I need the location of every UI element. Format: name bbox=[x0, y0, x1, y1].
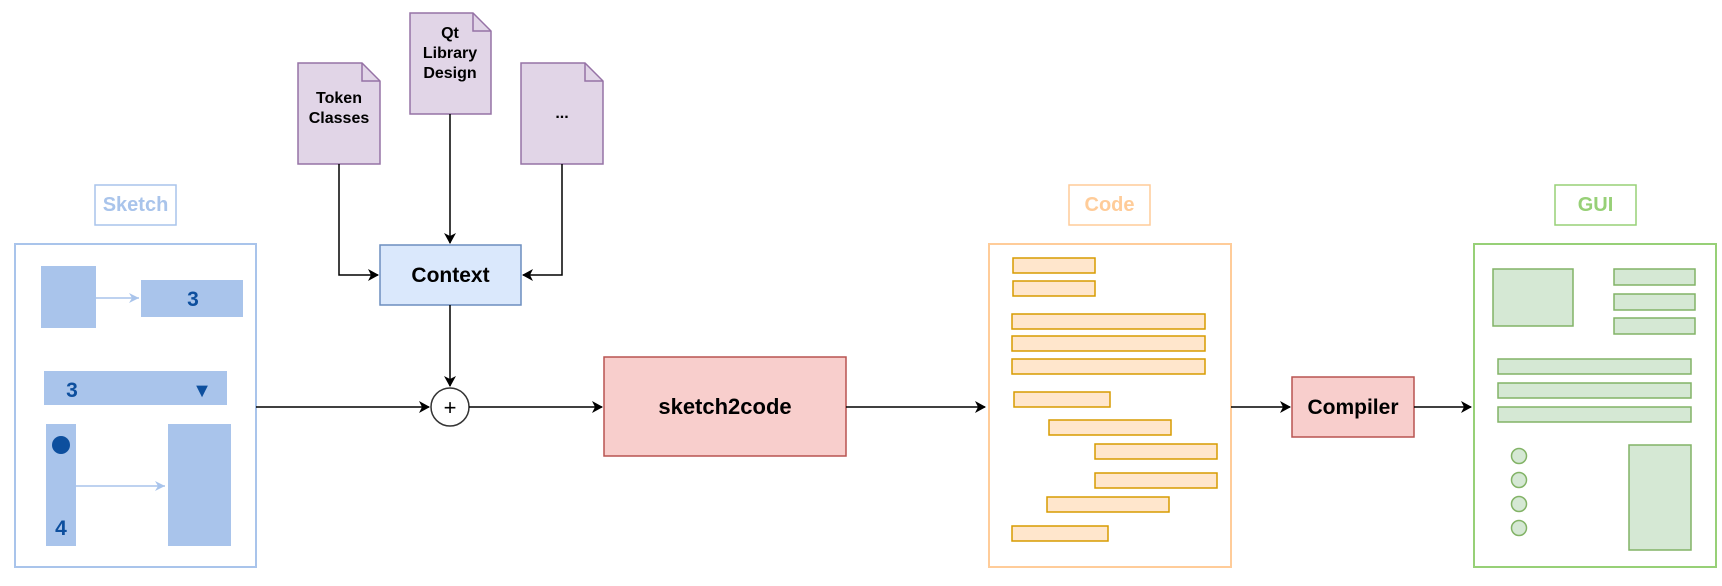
sketch-label-block bbox=[141, 280, 243, 317]
gui-row bbox=[1497, 358, 1692, 375]
gui-text-line bbox=[1613, 293, 1696, 311]
gui-text-line bbox=[1613, 317, 1696, 335]
code-line bbox=[1094, 472, 1218, 489]
document-icon bbox=[409, 12, 492, 115]
code-line bbox=[1048, 419, 1172, 436]
sketch-dropdown-number: 3 bbox=[66, 379, 78, 402]
doc-qt-library: Qt Library Design bbox=[409, 12, 492, 115]
document-icon bbox=[520, 62, 604, 165]
gui-row bbox=[1497, 382, 1692, 399]
gui-content-panel bbox=[1628, 444, 1692, 551]
doc-more-label: ... bbox=[555, 105, 568, 122]
gui-panel bbox=[1473, 243, 1717, 568]
code-line bbox=[1011, 525, 1109, 542]
sketch-list-bullet bbox=[52, 436, 70, 454]
gui-title-box bbox=[1554, 184, 1637, 226]
code-title-box bbox=[1068, 184, 1151, 226]
sketch-title: Sketch bbox=[103, 194, 169, 216]
code-line bbox=[1013, 391, 1111, 408]
gui-radio-item bbox=[1510, 471, 1528, 489]
gui-title: GUI bbox=[1578, 194, 1614, 216]
doc-token-line-1: Token bbox=[316, 90, 362, 107]
gui-text-line bbox=[1613, 268, 1696, 286]
sketch-dropdown-block bbox=[44, 371, 227, 405]
code-line bbox=[1011, 358, 1206, 375]
gui-radio-item bbox=[1510, 519, 1528, 537]
arrow-token-to-context bbox=[338, 164, 379, 281]
sketch-box-number: 3 bbox=[187, 288, 199, 311]
sketch-image-block bbox=[41, 266, 96, 328]
doc-token-classes: Token Classes bbox=[297, 62, 381, 165]
code-line bbox=[1011, 335, 1206, 352]
sketch-section: Sketch 3 3 ▼ 4 bbox=[14, 184, 257, 568]
sketch-dropdown-arrow-icon: ▼ bbox=[192, 380, 212, 402]
sketch-title-box bbox=[94, 184, 177, 226]
arrow-more-to-context bbox=[522, 164, 563, 281]
compiler-box bbox=[1291, 376, 1415, 438]
sketch2code-model-label: sketch2code bbox=[658, 394, 791, 419]
code-line bbox=[1012, 280, 1096, 297]
code-panel bbox=[988, 243, 1232, 568]
document-icon bbox=[297, 62, 381, 165]
code-line bbox=[1012, 257, 1096, 274]
doc-token-line-2: Classes bbox=[309, 110, 370, 127]
doc-qt-line-2: Library bbox=[423, 45, 477, 62]
code-title: Code bbox=[1085, 194, 1135, 216]
doc-qt-line-1: Qt bbox=[441, 25, 459, 42]
gui-section: GUI bbox=[1473, 184, 1717, 568]
context-label: Context bbox=[411, 264, 489, 287]
compiler-label: Compiler bbox=[1307, 396, 1398, 419]
plus-icon: + bbox=[444, 395, 457, 420]
code-line bbox=[1094, 443, 1218, 460]
gui-radio-item bbox=[1510, 495, 1528, 513]
doc-more: ... bbox=[520, 62, 604, 165]
code-section: Code bbox=[988, 184, 1232, 568]
doc-qt-line-3: Design bbox=[423, 65, 476, 82]
gui-row bbox=[1497, 406, 1692, 423]
sketch-list-number: 4 bbox=[55, 517, 67, 540]
gui-radio-item bbox=[1510, 447, 1528, 465]
code-line bbox=[1046, 496, 1170, 513]
sketch-target-block bbox=[168, 424, 231, 546]
sketch-panel bbox=[14, 243, 257, 568]
context-box bbox=[379, 244, 522, 306]
code-line bbox=[1011, 313, 1206, 330]
gui-image-widget bbox=[1492, 268, 1574, 327]
